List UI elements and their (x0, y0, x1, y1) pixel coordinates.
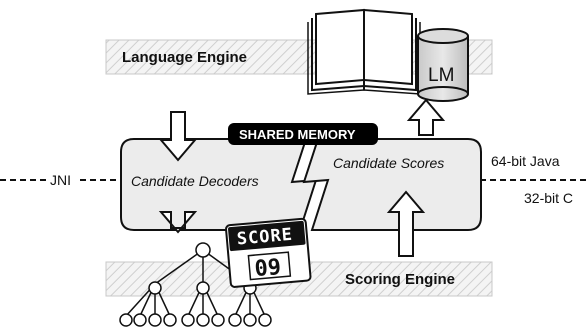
java-label: 64-bit Java (491, 153, 560, 169)
arrow-down-icon (158, 111, 198, 162)
jni-boundary: JNI 64-bit Java 32-bit C (0, 153, 587, 206)
c-label: 32-bit C (524, 190, 573, 206)
candidate-decoders-label: Candidate Decoders (131, 173, 259, 189)
shared-memory-panel: Candidate Decoders Candidate Scores (120, 138, 482, 231)
score-title: SCORE (236, 225, 294, 250)
scoring-engine-label: Scoring Engine (345, 271, 455, 288)
shared-memory-badge: SHARED MEMORY (228, 123, 378, 145)
candidate-scores-label: Candidate Scores (333, 155, 444, 171)
lm-label: LM (428, 65, 454, 86)
shared-memory-label: SHARED MEMORY (239, 127, 356, 142)
tree-icon (119, 242, 272, 327)
database-icon: LM (417, 28, 469, 102)
arrow-up-icon (386, 190, 426, 257)
arrow-up-icon (406, 98, 446, 136)
arrow-down-icon (158, 211, 198, 234)
language-engine-label: Language Engine (122, 49, 247, 66)
score-value: 09 (254, 255, 283, 282)
book-icon (307, 8, 421, 95)
jni-label: JNI (50, 172, 71, 188)
scoreboard-icon: SCORE 09 (225, 217, 312, 288)
